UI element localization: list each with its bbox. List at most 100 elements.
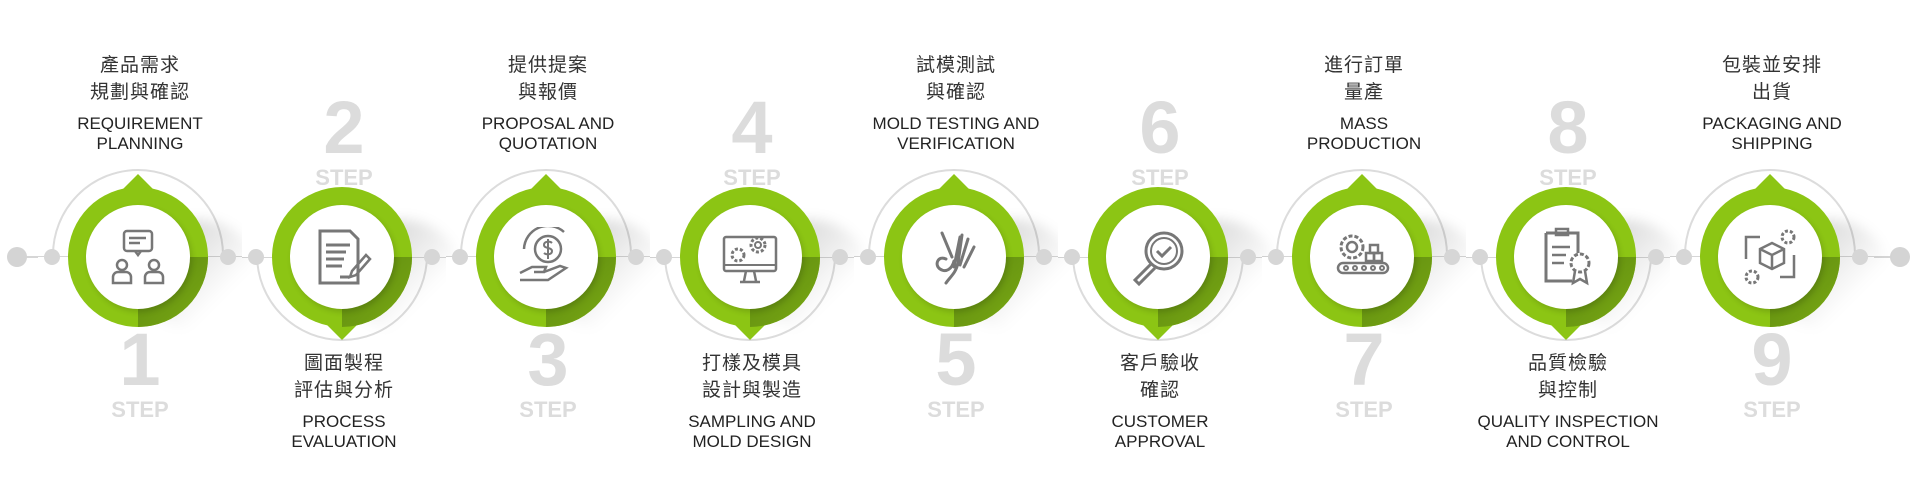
icon-circle [1514,205,1618,309]
timeline-dot [1852,249,1868,265]
timeline-dot [424,249,440,265]
timeline-dot [452,249,468,265]
timeline-dot [628,249,644,265]
timeline-dot [1064,249,1080,265]
en-line: PROCESS [302,412,386,431]
zh-line: 產品需求 [99,55,180,76]
timeline-dot [1472,249,1488,265]
timeline-dot [44,249,60,265]
timeline-dot [1648,249,1664,265]
zh-line: 評估與分析 [293,380,394,401]
zh-line: 打樣及模具 [701,353,802,374]
step-number-value: 7 [1343,318,1385,401]
icon-circle [494,205,598,309]
step-number: 8 STEP [1518,90,1618,190]
timeline-dot [1268,249,1284,265]
en-line: AND CONTROL [1506,432,1630,451]
package-gears-icon [1744,229,1796,285]
document-pen-icon [318,229,372,285]
step-word: STEP [1335,397,1393,422]
meeting-people-icon [111,229,165,285]
step-number-value: 5 [935,318,977,401]
step-word: STEP [1539,165,1597,190]
step-number: 6 STEP [1110,90,1210,190]
timeline-start-dot [7,247,27,267]
step-title-zh: 產品需求規劃與確認 [38,52,242,106]
en-line: REQUIREMENT [77,114,203,133]
en-line: PACKAGING AND [1702,114,1842,133]
step-number-value: 2 [323,86,365,169]
step-title-zh: 圖面製程評估與分析 [242,350,446,404]
timeline-dot [248,249,264,265]
step-title-zh: 試模測試與確認 [854,52,1058,106]
zh-line: 品質檢驗 [1527,353,1608,374]
zh-line: 出貨 [1751,82,1792,103]
step-word: STEP [111,397,169,422]
step-title-zh: 打樣及模具設計與製造 [650,350,854,404]
step-word: STEP [723,165,781,190]
step-number: 5 STEP [906,322,1006,422]
zh-line: 進行訂單 [1323,55,1404,76]
step-title-zh: 品質檢驗與控制 [1466,350,1670,404]
step-number-value: 6 [1139,86,1181,169]
zh-line: 確認 [1139,380,1180,401]
step-word: STEP [1743,397,1801,422]
step-number: 7 STEP [1314,322,1414,422]
en-line: PROPOSAL AND [481,114,615,133]
icon-circle [698,205,802,309]
en-line: MASS [1339,114,1389,133]
step-title-zh: 進行訂單量產 [1262,52,1466,106]
en-line: CUSTOMER [1111,412,1209,431]
timeline-dot [860,249,876,265]
timeline-end-dot [1890,247,1910,267]
timeline-dot [1240,249,1256,265]
zh-line: 規劃與確認 [89,82,190,103]
en-line: VERIFICATION [897,134,1015,153]
timeline-dot [1676,249,1692,265]
zh-line: 試模測試 [915,55,996,76]
step-title-zh: 客戶驗收確認 [1058,350,1262,404]
zh-line: 客戶驗收 [1119,353,1200,374]
zh-line: 與控制 [1537,380,1598,401]
step-word: STEP [315,165,373,190]
money-hand-icon [519,227,569,282]
monitor-gears-icon [722,235,778,284]
step-number-value: 4 [731,86,773,169]
step-number: 1 STEP [90,322,190,422]
zh-line: 與確認 [925,82,986,103]
timeline-dot [1444,249,1460,265]
timeline-dot [656,249,672,265]
en-line: QUOTATION [498,134,598,153]
en-line: PLANNING [96,134,184,153]
step-number-value: 8 [1547,86,1589,169]
icon-circle [1310,205,1414,309]
en-line: APPROVAL [1114,432,1206,451]
en-line: PRODUCTION [1306,134,1422,153]
step-number-value: 9 [1751,318,1793,401]
ok-hand-icon [935,231,976,285]
step-title-zh: 包裝並安排出貨 [1670,52,1874,106]
zh-line: 圖面製程 [303,353,384,374]
